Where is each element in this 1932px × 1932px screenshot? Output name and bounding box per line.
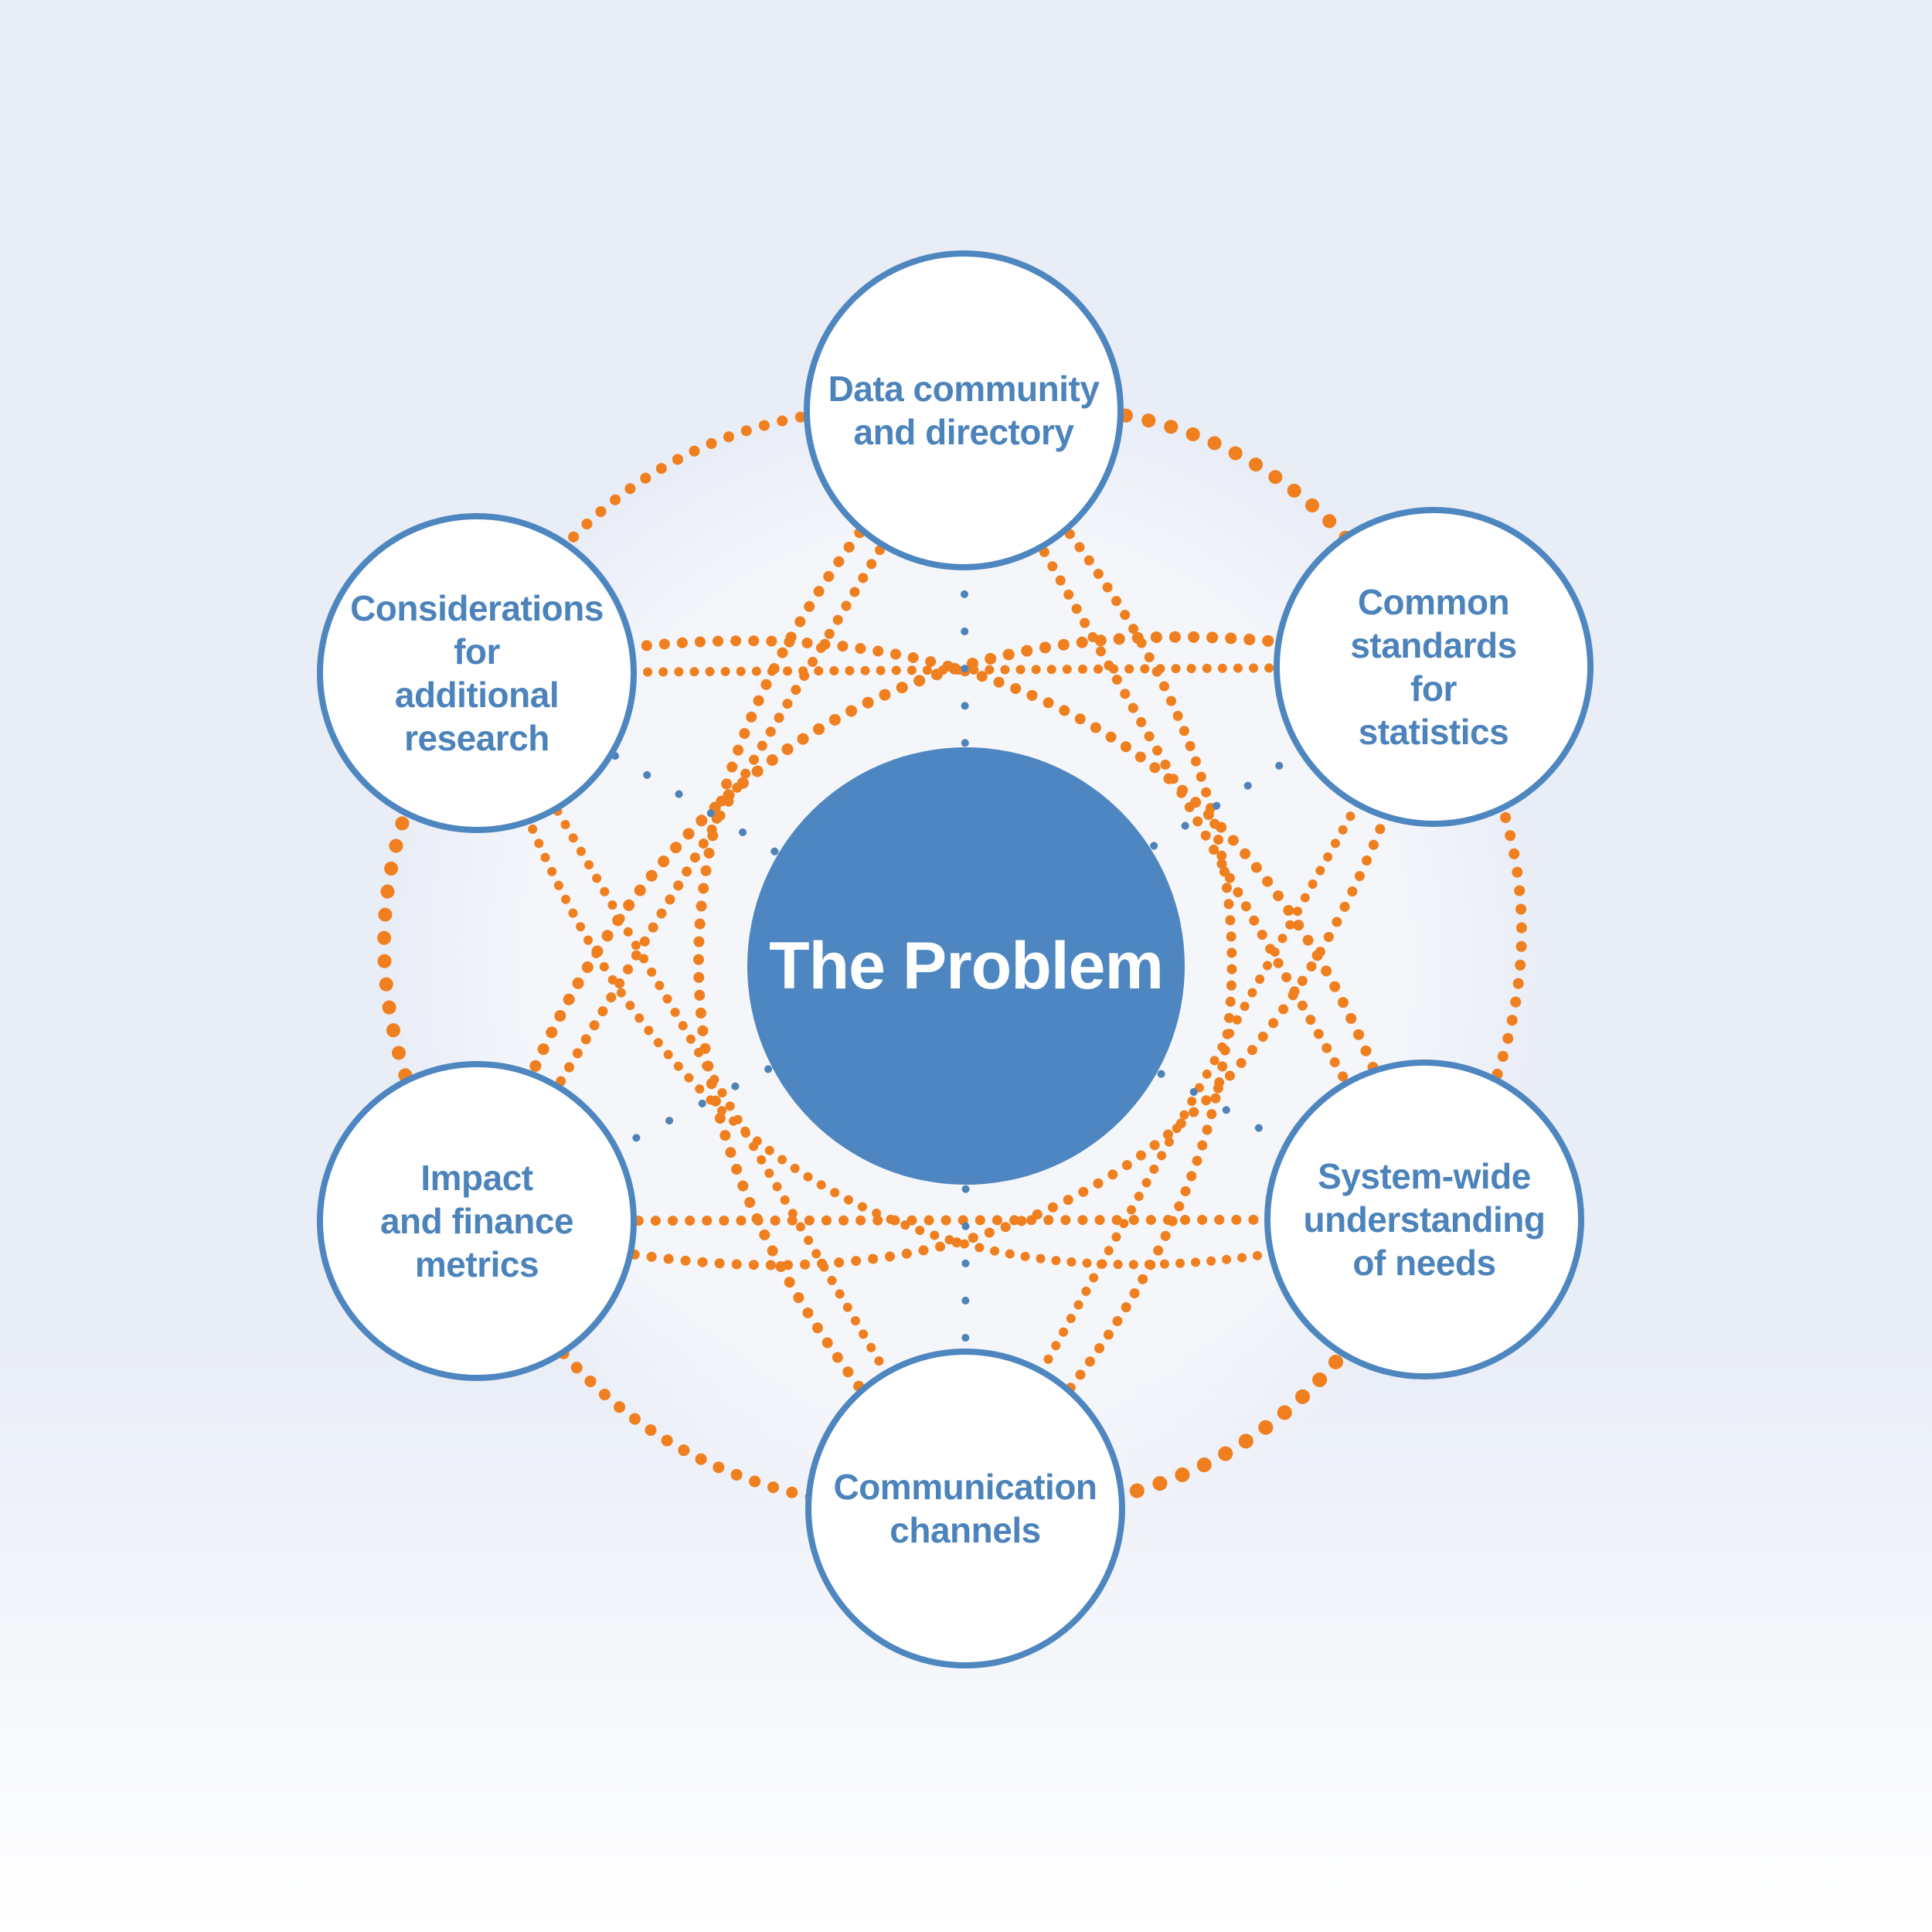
node-circle-impact-and-finance-metrics: Impact and finance metrics bbox=[317, 1061, 637, 1381]
node-label-considerations-for-additional-research: Considerations for additional research bbox=[350, 587, 604, 759]
node-label-system-wide-understanding-of-needs: System-wide understanding of needs bbox=[1303, 1155, 1546, 1284]
node-label-communication-channels: Communication channels bbox=[833, 1466, 1097, 1550]
node-label-data-community-and-directory: Data community and directory bbox=[828, 368, 1100, 452]
center-node-label: The Problem bbox=[769, 928, 1164, 1003]
node-label-common-standards-for-statistics: Common standards for statistics bbox=[1350, 581, 1517, 753]
node-circle-communication-channels: Communication channels bbox=[805, 1349, 1125, 1668]
center-node-the-problem: The Problem bbox=[747, 747, 1185, 1185]
node-circle-data-community-and-directory: Data community and directory bbox=[804, 250, 1124, 570]
node-circle-common-standards-for-statistics: Common standards for statistics bbox=[1274, 507, 1594, 827]
node-label-impact-and-finance-metrics: Impact and finance metrics bbox=[379, 1157, 574, 1285]
node-circle-considerations-for-additional-research: Considerations for additional research bbox=[317, 513, 637, 833]
node-circle-system-wide-understanding-of-needs: System-wide understanding of needs bbox=[1264, 1060, 1584, 1379]
